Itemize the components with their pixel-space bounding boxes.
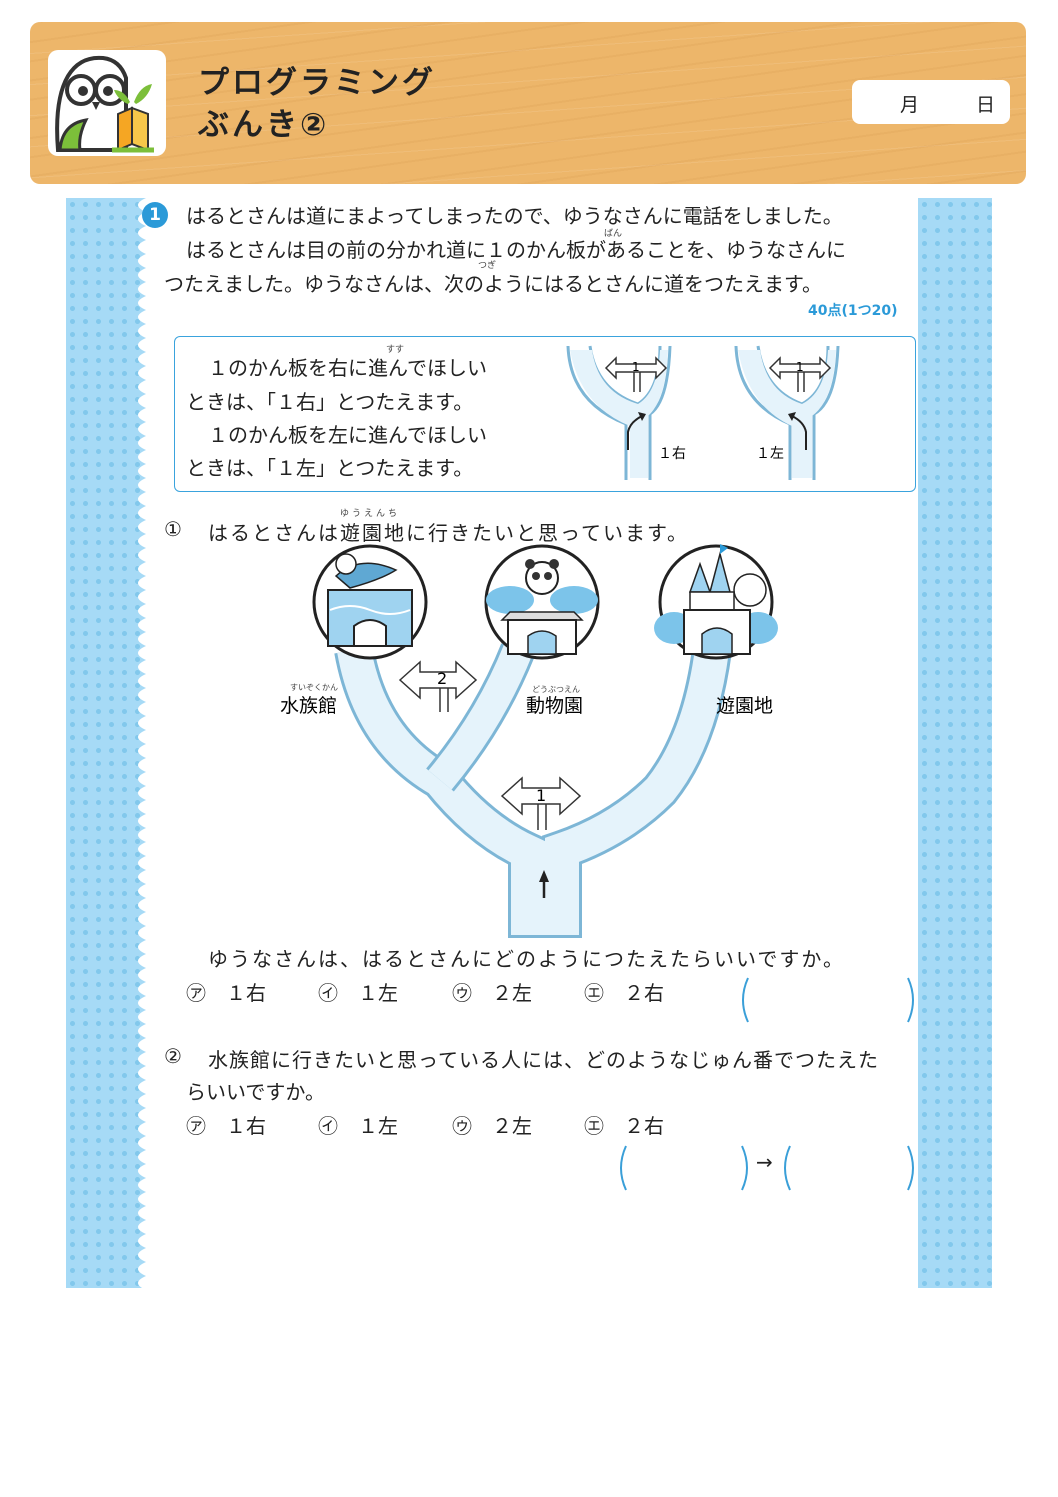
question-line-3: つたえました。ゆうなさんは、次のようにはるとさんに道をつたえます。 [164,272,822,296]
rule-line-1: １のかん板を右に進んでほしい [208,356,487,380]
q1-choice-b: ㋑ １左 [318,981,398,1005]
zoo-ruby: どうぶつえん [532,685,580,694]
q2-order-arrow: → [756,1150,773,1174]
rule-diagram-left: 1 １左 [734,345,840,480]
left-wave-edge [138,198,146,1290]
question-number-badge: 1 [142,202,168,228]
q2-answer-brackets-2 [784,1145,914,1191]
rule-sign-number-left: 1 [796,360,804,374]
date-day-label: 日 [976,94,996,116]
title-line-1: プログラミング [198,65,436,101]
ruby-ban: ばん [604,229,623,239]
q1-answer-brackets [742,977,914,1023]
rule-right-label: １右 [658,446,686,462]
owl-book-logo [48,50,166,156]
rule-diagram-right: 1 １右 [566,345,686,480]
rule-line-3: １のかん板を左に進んでほしい [208,423,487,447]
wave-scallop [138,198,146,1290]
q1-ask: ゆうなさんは、はるとさんにどのようにつたえたらいいですか。 [208,947,845,971]
q1-choice-d: ㋓ ２右 [584,981,664,1005]
q2-label: ② [164,1044,182,1068]
q2-choice-d: ㋓ ２右 [584,1114,664,1138]
q2-answer-box-2[interactable] [778,1143,920,1193]
points-label: 40点(1つ20) [808,303,898,319]
aquarium-label: 水族館 [280,695,337,717]
q2-answer-brackets-1 [620,1145,748,1191]
q2-text-line-2: らいいですか。 [186,1080,325,1104]
aquarium-ruby: すいぞくかん [290,683,338,692]
ruby-susu: すす [386,345,405,355]
q1-text: はるとさんは遊園地に行きたいと思っています。 [208,521,689,545]
right-dotted-border [918,198,992,1288]
q2-answer-box-1[interactable] [614,1143,754,1193]
rule-line-2: ときは、「１右」とつたえます。 [186,390,474,414]
q1-answer-box[interactable] [736,975,920,1025]
question-line-1: はるとさんは道にまよってしまったので、ゆうなさんに電話をしました。 [186,204,843,228]
map-sign-2: 2 [437,669,447,688]
page-title: プログラミング ぶんき② [198,62,436,146]
q2-choice-a: ㋐ １右 [186,1114,266,1138]
amusement-park-icon [654,544,778,660]
q2-choice-c: ㋒ ２左 [452,1114,532,1138]
rule-left-label: １左 [756,446,784,462]
date-box[interactable]: 月 日 [852,80,1010,124]
ruby-tsugi: つぎ [478,261,497,271]
header-banner: プログラミング ぶんき② 月 日 [30,22,1026,184]
aquarium-icon [312,544,428,660]
q1-label: ① [164,517,182,541]
q1-ruby: ゆうえんち [340,509,401,519]
branching-road-map: 2 1 すいぞくかん 水族館 どうぶつえん 動物 [280,544,778,938]
zoo-label: 動物園 [526,695,583,717]
q1-choice-a: ㋐ １右 [186,981,266,1005]
park-label: 遊園地 [716,695,773,717]
q1-choice-c: ㋒ ２左 [452,981,532,1005]
zoo-icon [484,544,600,660]
rule-line-4: ときは、「１左」とつたえます。 [186,456,474,480]
title-line-2: ぶんき② [198,107,330,143]
rule-sign-number-right: 1 [632,360,640,374]
date-month-label: 月 [900,94,920,116]
owl-icon [55,55,154,153]
q2-choice-b: ㋑ １左 [318,1114,398,1138]
question-line-2: はるとさんは目の前の分かれ道に１のかん板があることを、ゆうなさんに [186,238,846,262]
map-sign-1: 1 [536,786,546,805]
left-dotted-border [66,198,146,1288]
q2-text-line-1: 水族館に行きたいと思っている人には、どのようなじゅん番でつたえた [208,1048,879,1072]
